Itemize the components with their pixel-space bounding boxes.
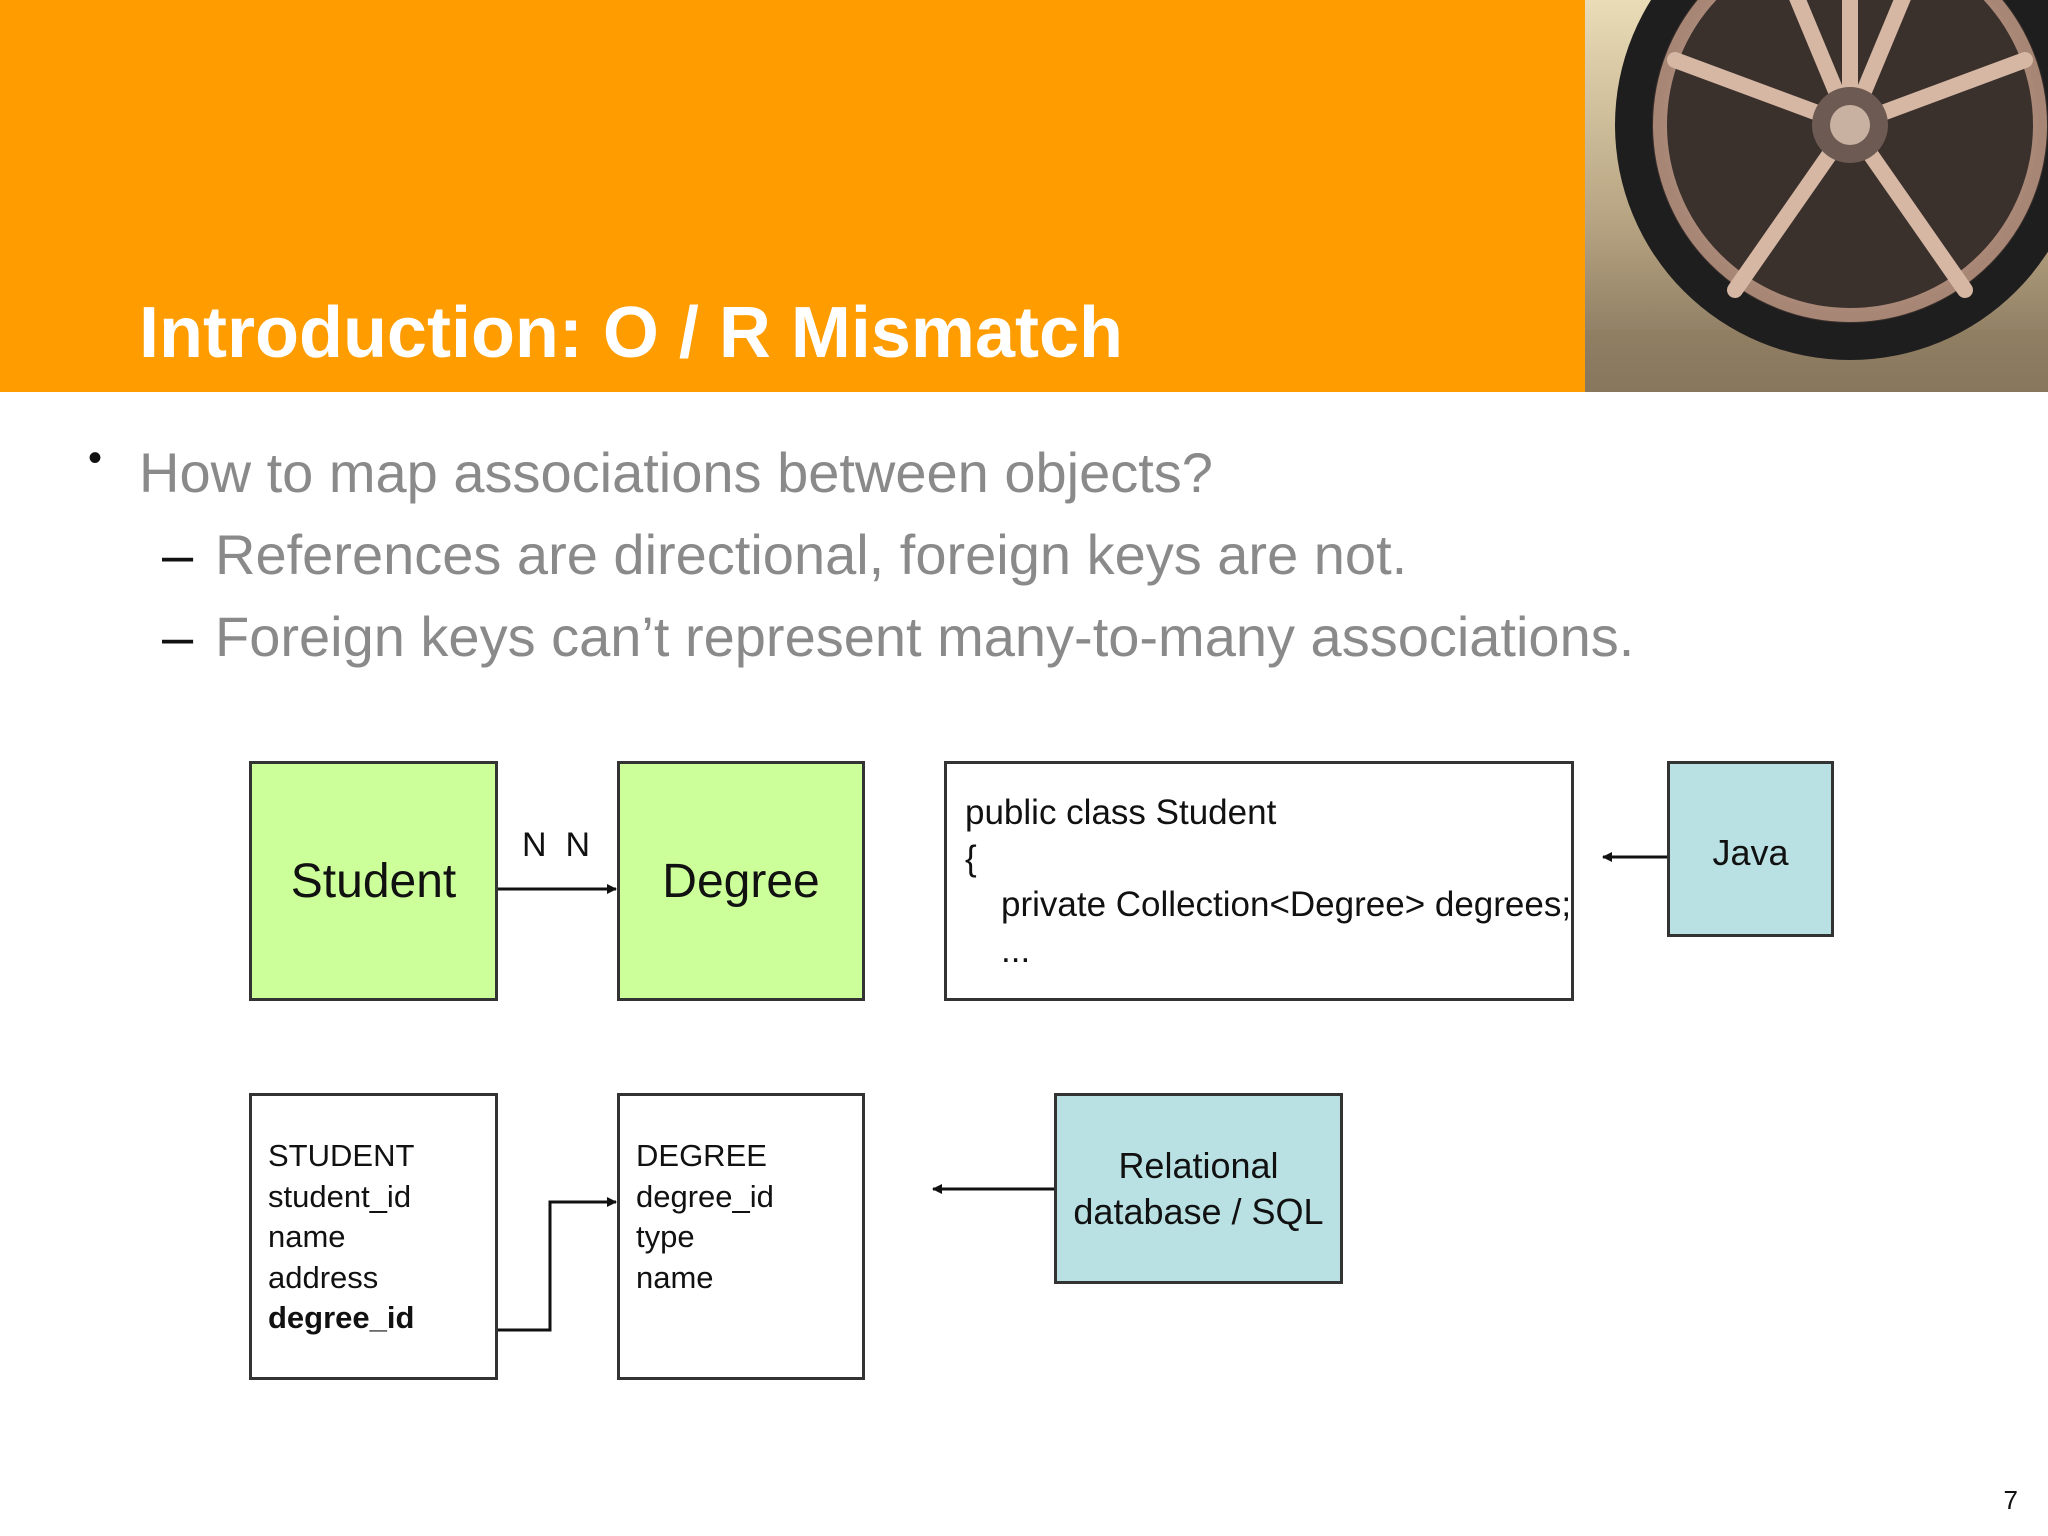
rdb-label-box: Relational database / SQL xyxy=(1054,1093,1343,1284)
code-line: ... xyxy=(1001,931,1031,970)
sub-bullet-2-text: Foreign keys can’t represent many-to-man… xyxy=(215,605,1635,668)
code-line: private Collection<Degree> degrees; xyxy=(1001,885,1572,924)
degree-entity-box: Degree xyxy=(617,761,865,1001)
code-line: { xyxy=(965,839,977,878)
degree-table-column: type xyxy=(636,1219,695,1254)
page-number: 7 xyxy=(2003,1485,2018,1515)
student-table-box: STUDENT student_id name address degree_i… xyxy=(249,1093,498,1380)
sub-bullet-1-text: References are directional, foreign keys… xyxy=(215,523,1408,586)
student-table-foreign-key: degree_id xyxy=(268,1300,415,1335)
degree-entity-label: Degree xyxy=(662,854,820,908)
student-table-column: student_id xyxy=(268,1178,412,1214)
bullet-1-text: How to map associations between objects? xyxy=(139,441,1213,504)
degree-table-column: name xyxy=(636,1259,714,1295)
java-label-box: Java xyxy=(1667,761,1834,937)
dash-marker: – xyxy=(162,523,194,586)
java-code-box: public class Student { private Collectio… xyxy=(944,761,1574,1001)
student-entity-box: Student xyxy=(249,761,498,1001)
degree-table-column: degree_id xyxy=(636,1178,774,1214)
student-table-column: address xyxy=(268,1259,379,1295)
multiplicity-label: N N xyxy=(522,826,590,864)
java-label: Java xyxy=(1712,832,1789,873)
foreign-key-arrow xyxy=(496,1197,617,1332)
wheel-image xyxy=(1585,0,2048,392)
code-line: public class Student xyxy=(965,793,1277,832)
slide-title: Introduction: O / R Mismatch xyxy=(139,293,1123,373)
rdb-label-line: database / SQL xyxy=(1073,1190,1324,1232)
header-band xyxy=(0,0,1585,392)
student-entity-label: Student xyxy=(290,854,457,908)
bullet-marker: • xyxy=(88,436,103,480)
degree-table-name: DEGREE xyxy=(636,1138,767,1173)
dash-marker: – xyxy=(162,605,194,668)
student-table-name: STUDENT xyxy=(268,1138,415,1173)
rdb-label-line: Relational xyxy=(1118,1144,1279,1186)
student-table-column: name xyxy=(268,1219,346,1254)
degree-table-box: DEGREE degree_id type name xyxy=(617,1093,865,1380)
